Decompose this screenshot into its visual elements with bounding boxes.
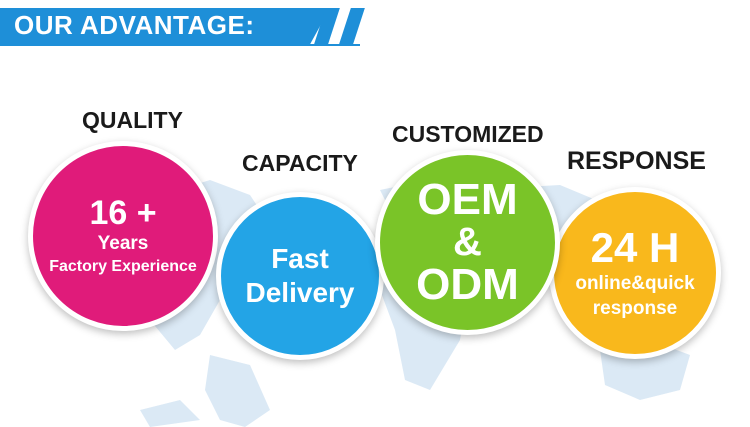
heading-quality: QUALITY (82, 107, 183, 133)
banner-slash-decoration (339, 8, 365, 44)
customized-line1: OEM (417, 174, 518, 224)
customized-line2: & (453, 219, 482, 264)
response-main-text: 24 H (590, 224, 680, 271)
capacity-line2: Delivery (245, 277, 355, 308)
quality-main-text: 16 + (89, 194, 157, 232)
response-line1: online&quick (575, 273, 695, 294)
heading-customized: CUSTOMIZED (392, 121, 544, 147)
response-circle: 24 H online&quick response (549, 187, 721, 359)
response-line2: response (592, 298, 678, 319)
capacity-circle: Fast Delivery (216, 192, 384, 360)
customized-line3: ODM (416, 259, 519, 309)
heading-response: RESPONSE (567, 147, 706, 175)
quality-line2: Factory Experience (49, 258, 197, 275)
customized-circle: OEM & ODM (375, 150, 560, 335)
quality-line1: Years (97, 233, 149, 254)
page-title: OUR ADVANTAGE: (14, 10, 255, 40)
header-banner (0, 8, 330, 44)
banner-underline (0, 44, 360, 46)
heading-capacity: CAPACITY (242, 150, 358, 176)
quality-circle: 16 + Years Factory Experience (28, 141, 218, 331)
capacity-line1: Fast (271, 243, 329, 274)
